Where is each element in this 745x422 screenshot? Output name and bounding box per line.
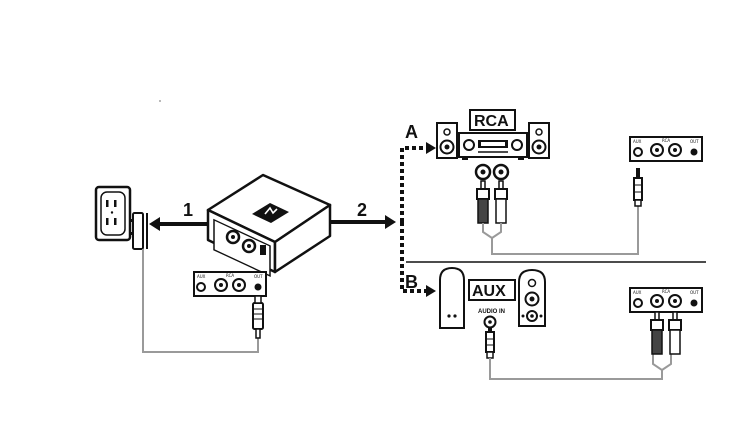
audio-in-label: AUDIO IN: [478, 309, 505, 315]
svg-text:AUX: AUX: [633, 290, 642, 295]
aux-cable-b: [489, 354, 672, 380]
svg-text:AUX: AUX: [472, 283, 506, 300]
aux-plug-a: [633, 168, 643, 207]
stereo-speaker-right: [528, 122, 550, 159]
rca-input-ports: [474, 163, 510, 181]
svg-text:RCA: RCA: [474, 113, 509, 130]
svg-text:RCA: RCA: [662, 289, 670, 294]
step-2-label: 2: [357, 200, 367, 220]
power-plug: [252, 295, 264, 339]
svg-text:RCA: RCA: [662, 138, 670, 143]
aux-label-box: AUX: [468, 279, 516, 301]
portable-speaker: [439, 266, 465, 329]
rca-label-box: RCA: [469, 109, 516, 131]
rca-cable-a: [482, 205, 639, 255]
rca-plugs-b: [650, 311, 682, 355]
logo-badge: [252, 203, 289, 223]
stereo-amplifier: [458, 132, 528, 160]
power-adapter: [129, 212, 148, 250]
aux-plug-b: [485, 328, 495, 359]
option-a-label: A: [405, 122, 418, 142]
receiver-back-panel-a: AUX RCA OUT: [629, 136, 703, 162]
logo-icon: [264, 206, 278, 215]
svg-text:AUX: AUX: [633, 139, 642, 144]
svg-text:AUX: AUX: [197, 274, 206, 279]
branch-lines: [400, 142, 436, 297]
rca-plugs-a: [476, 180, 508, 224]
svg-text:OUT: OUT: [690, 139, 699, 144]
power-cable: [142, 249, 259, 353]
svg-text:OUT: OUT: [254, 274, 263, 279]
step-1-label: 1: [183, 200, 193, 220]
svg-text:RCA: RCA: [226, 273, 234, 278]
bookshelf-speaker: [518, 268, 546, 327]
svg-text:OUT: OUT: [690, 290, 699, 295]
receiver-back-panel-b: AUX RCA OUT: [629, 287, 703, 313]
bluetooth-receiver: [206, 173, 332, 278]
wall-outlet: [94, 185, 132, 242]
option-b-label: B: [405, 272, 418, 292]
stereo-speaker-left: [436, 122, 458, 159]
audio-in-port: [483, 315, 497, 329]
receiver-back-panel: AUX RCA OUT: [193, 271, 267, 297]
arrow-step-2: [330, 215, 396, 229]
